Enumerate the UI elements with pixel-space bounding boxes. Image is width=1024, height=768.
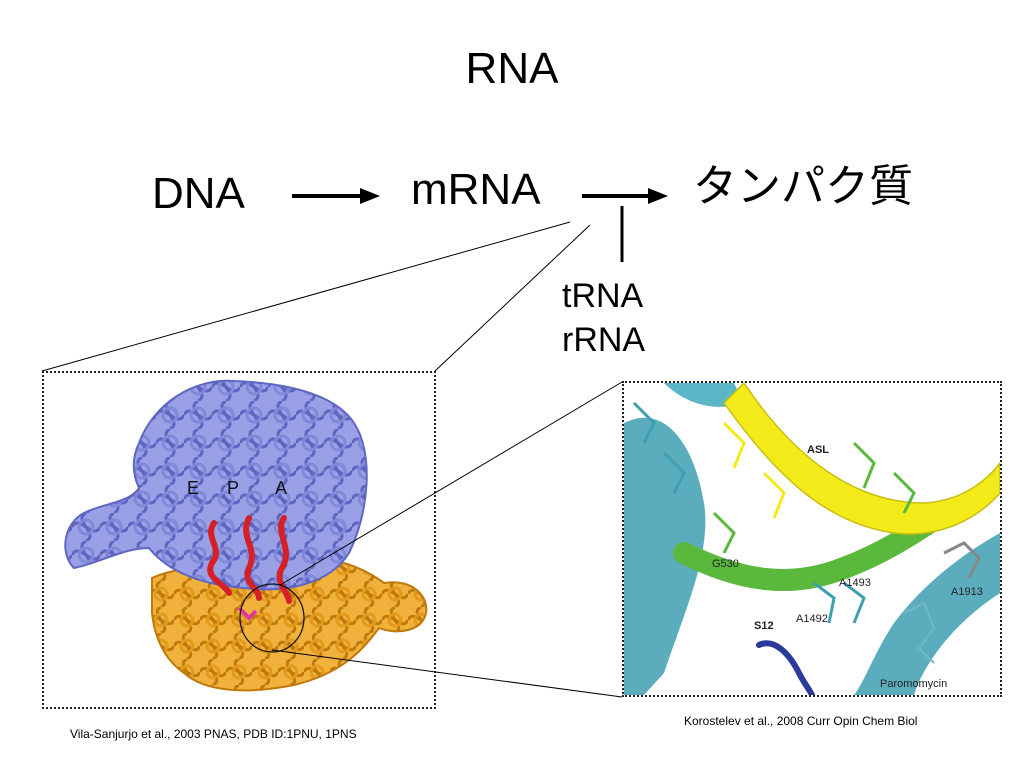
s12-strand <box>756 640 815 698</box>
arrow-mrna-to-protein <box>582 188 668 204</box>
closeup-panel: ASL G530 A1493 A1492 A1913 S12 Paromomyc… <box>622 381 1002 698</box>
label-paromomycin: Paromomycin <box>880 678 947 690</box>
label-a1492: A1492 <box>796 613 828 625</box>
dna-label: DNA <box>152 169 245 218</box>
zoom-line-right-2 <box>271 649 623 698</box>
rrna-label: rRNA <box>562 321 646 359</box>
large-subunit-shape <box>64 379 368 591</box>
trna-label: tRNA <box>562 277 644 315</box>
gray-nucleotide-sticks <box>943 541 981 579</box>
label-asl: ASL <box>807 444 829 456</box>
teal-ribbon-right <box>854 533 1000 695</box>
mrna-strand <box>237 606 258 621</box>
ribosome-caption: Vila-Sanjurjo et al., 2003 PNAS, PDB ID:… <box>70 727 357 741</box>
yellow-nucleotide-sticks <box>722 421 786 519</box>
site-label-a: A <box>275 478 287 498</box>
zoom-circle <box>239 583 305 653</box>
site-label-p: P <box>227 478 239 498</box>
zoom-line-right-1 <box>279 381 623 586</box>
label-g530: G530 <box>712 558 739 570</box>
arrow-dna-to-mrna <box>292 188 380 204</box>
teal-nucleotide-sticks <box>632 401 866 624</box>
teal-ribbon-top <box>664 383 744 407</box>
protein-label: タンパク質 <box>693 162 913 211</box>
mrna-label: mRNA <box>411 165 541 214</box>
teal-ribbon-left <box>624 417 706 695</box>
asl-ribbon <box>723 381 1001 535</box>
page-title: RNA <box>465 44 559 93</box>
label-s12: S12 <box>754 620 774 632</box>
green-nucleotide-sticks <box>712 441 916 554</box>
label-a1913: A1913 <box>951 586 983 598</box>
zoom-line-left-1 <box>41 221 571 372</box>
zoom-line-left-2 <box>434 224 591 372</box>
site-label-e: E <box>187 478 199 498</box>
ribosome-panel: E P A <box>42 371 436 709</box>
paromomycin-sticks <box>903 601 936 664</box>
label-a1493: A1493 <box>839 577 871 589</box>
ribosome-structure-image: E P A <box>64 379 428 692</box>
closeup-caption: Korostelev et al., 2008 Curr Opin Chem B… <box>684 714 918 728</box>
decoding-site-image: ASL G530 A1493 A1492 A1913 S12 Paromomyc… <box>624 381 1001 698</box>
